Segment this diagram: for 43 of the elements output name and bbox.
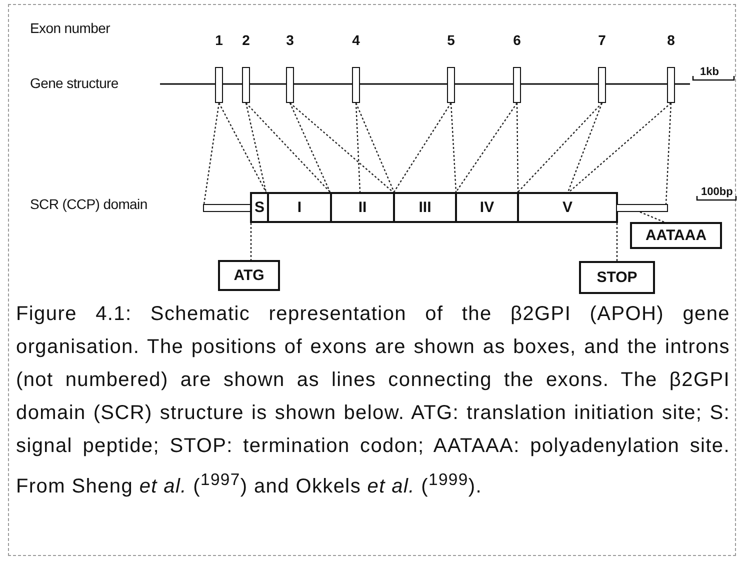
domain-segment: IV: [455, 192, 519, 223]
leader-line: [289, 102, 331, 192]
figure-caption: Figure 4.1: Schematic representation of the β2GPI (APOH) gene organisation. The positions of exons are shown as boxes, and the introns (not numbered) are shown as lines connecting the exons. The β2GPI domain (SCR) structure is shown below. ATG: translation initiation site; S: signal peptide; STOP: termination codon; AATAAA: polyadenylation site. From Sheng et al. ($^{1997}$) and Okkels et al. ($^{1999}$).: [16, 302, 730, 500]
exon-number: 7: [597, 32, 607, 48]
leader-line: [245, 102, 267, 192]
exon-number: 4: [351, 32, 361, 48]
row-label: SCR (CCP) domain: [30, 196, 148, 212]
leader-line: [290, 102, 394, 192]
exon-number: 3: [285, 32, 295, 48]
exon-number: 8: [666, 32, 676, 48]
leader-line: [250, 223, 252, 260]
leader-line: [567, 102, 603, 192]
domain-segment: III: [393, 192, 457, 223]
leader-line: [203, 102, 220, 204]
leader-line: [640, 211, 664, 223]
leader-line: [665, 102, 672, 204]
exon-number: 2: [241, 32, 251, 48]
scale-label: 1kb: [700, 66, 719, 78]
domain-segment: I: [267, 192, 332, 223]
exon-number: 6: [512, 32, 522, 48]
site-box: STOP: [579, 261, 655, 294]
leader-line: [518, 102, 602, 192]
leader-line: [450, 102, 457, 192]
leader-line: [568, 102, 672, 192]
leader-line: [355, 102, 395, 192]
leader-line: [218, 102, 267, 192]
domain-segment: V: [517, 192, 618, 223]
row-label: Gene structure: [30, 75, 118, 91]
site-box: ATG: [218, 260, 280, 291]
leader-line: [516, 103, 519, 192]
scale-label: 100bp: [701, 186, 733, 198]
exon-number: 5: [446, 32, 456, 48]
leader-line: [246, 102, 330, 192]
leader-line: [616, 223, 618, 261]
row-label: Exon number: [30, 20, 110, 36]
exon-number: 1: [214, 32, 224, 48]
utr-bar: [203, 204, 252, 212]
domain-segment: II: [330, 192, 395, 223]
leader-line: [394, 102, 452, 192]
site-box: AATAAA: [630, 222, 722, 249]
leader-line: [456, 102, 518, 192]
leader-line: [355, 102, 361, 192]
utr-bar: [616, 204, 668, 212]
